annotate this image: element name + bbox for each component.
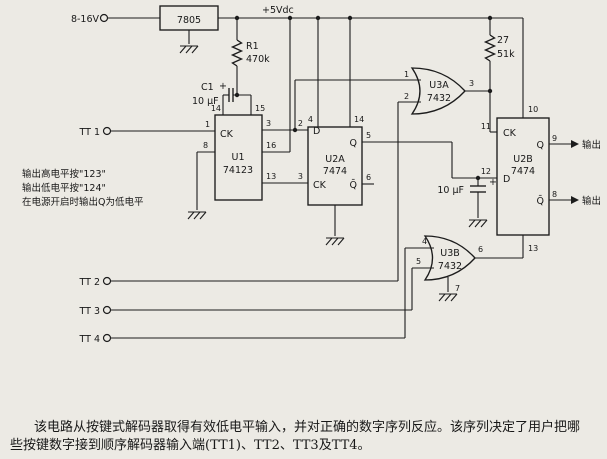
u2b-pin-d: 12 [481, 167, 491, 176]
u1-part: 74123 [223, 165, 253, 176]
note-line-1: 输出高电平按"123" [22, 168, 106, 180]
r1-ref: R1 [246, 41, 259, 52]
or-gate-u3b [423, 235, 476, 281]
power-input-label: 8-16V [71, 14, 100, 25]
u2a-q-label: Q [350, 138, 357, 149]
u2b-pin-q: 9 [552, 134, 557, 143]
terminal-tt2 [102, 276, 112, 286]
terminal-power-in [99, 13, 109, 23]
u3a-part: 7432 [427, 93, 451, 104]
u2a-pin-qbar: 6 [366, 173, 371, 182]
c2-polarity: + [489, 177, 497, 188]
u3b-part: 7432 [438, 261, 462, 272]
r2-value: 51k [497, 49, 515, 60]
u1-74123-box [214, 114, 263, 201]
resistor-r1 [230, 39, 244, 67]
ground-symbol-c2 [468, 219, 488, 228]
note-line-2: 输出低电平按"124" [22, 182, 106, 194]
u1-pin-3: 3 [266, 119, 271, 128]
caption-line-2: 些按键数字接到顺序解码器输入端(TT1)、TT2、TT3及TT4。 [10, 437, 371, 453]
u1-ref: U1 [232, 152, 245, 163]
u1-ck-label: CK [220, 129, 234, 140]
u3a-pin-out: 3 [469, 79, 474, 88]
u3b-pin-gnd: 7 [455, 284, 460, 293]
r1-value: 470k [246, 54, 270, 65]
caption-line-1: 该电路从按键式解码器取得有效低电平输入，并对正确的数字序列反应。该序列决定了用户… [34, 419, 580, 435]
tt4-label: TT 4 [78, 334, 100, 345]
u1-pin-8: 8 [203, 141, 208, 150]
output-qbar-label: 输出 [582, 195, 601, 207]
resistor-51k [483, 34, 497, 62]
ground-symbol-u3b [438, 293, 458, 302]
regulator-7805-box [159, 5, 219, 31]
u1-pin-13: 13 [266, 172, 276, 181]
u1-pin-16: 16 [266, 141, 276, 150]
u2b-d-label: D [503, 174, 510, 185]
u3a-pin-in2: 2 [404, 92, 409, 101]
output-q-arrow-icon [571, 140, 579, 148]
u2a-qbar-label: Q̄ [350, 179, 357, 191]
r2-ref: 27 [497, 35, 509, 46]
u2b-ck-label: CK [503, 128, 517, 139]
capacitor-c2 [470, 185, 486, 193]
tt3-label: TT 3 [78, 306, 100, 317]
or-gate-u3a [410, 67, 466, 115]
u3b-pin-in1: 4 [422, 237, 427, 246]
c2-value: 10 μF [437, 185, 464, 196]
capacitor-c1 [228, 88, 234, 102]
u2a-pin-ck: 3 [298, 172, 303, 181]
u2b-ref: U2B [513, 154, 533, 165]
u2a-pin-q: 5 [366, 131, 371, 140]
u2b-pin-pre: 10 [528, 105, 538, 114]
u3a-ref: U3A [429, 80, 449, 91]
u3b-pin-out: 6 [478, 245, 483, 254]
terminal-tt4 [102, 333, 112, 343]
output-qbar-arrow-icon [571, 196, 579, 204]
tt1-label: TT 1 [78, 127, 100, 138]
ground-symbol-u1 [187, 211, 207, 220]
u1-pin-1: 1 [205, 120, 210, 129]
rail-label: +5Vdc [262, 5, 294, 16]
u2a-pin-pre: 4 [308, 115, 313, 124]
u3a-pin-in1: 1 [404, 70, 409, 79]
c1-value: 10 μF [192, 96, 219, 107]
u2b-part: 7474 [511, 166, 535, 177]
regulator-label: 7805 [177, 15, 201, 26]
u2a-ck-label: CK [313, 180, 327, 191]
u2a-pin-d: 2 [298, 119, 303, 128]
c1-ref: C1 [201, 82, 214, 93]
u1-pin-14: 14 [211, 104, 221, 113]
c1-polarity: + [219, 81, 227, 92]
wire-net [108, 17, 571, 339]
u2b-pin-clr: 13 [528, 244, 538, 253]
u3b-ref: U3B [440, 248, 460, 259]
u2b-pin-qbar: 8 [552, 190, 557, 199]
ground-symbol-regulator [179, 45, 199, 54]
junction-dots [234, 15, 493, 181]
u2a-7474-box [307, 126, 363, 206]
u2b-7474-box [496, 117, 550, 236]
u2b-qbar-label: Q̄ [537, 195, 544, 207]
u1-pin-15: 15 [255, 104, 265, 113]
u2b-q-label: Q [537, 140, 544, 151]
tt2-label: TT 2 [78, 277, 100, 288]
u2a-d-label: D [313, 126, 320, 137]
u2b-pin-ck: 11 [481, 122, 491, 131]
output-q-label: 输出 [582, 139, 601, 151]
u2a-pin-vcc: 14 [354, 115, 364, 124]
ground-symbol-u2a [325, 237, 345, 246]
terminal-tt1 [102, 126, 112, 136]
u2a-part: 7474 [323, 166, 347, 177]
u3b-pin-in2: 5 [416, 257, 421, 266]
note-line-3: 在电源开启时输出Q为低电平 [22, 196, 144, 208]
u2a-ref: U2A [325, 154, 345, 165]
terminal-tt3 [102, 305, 112, 315]
